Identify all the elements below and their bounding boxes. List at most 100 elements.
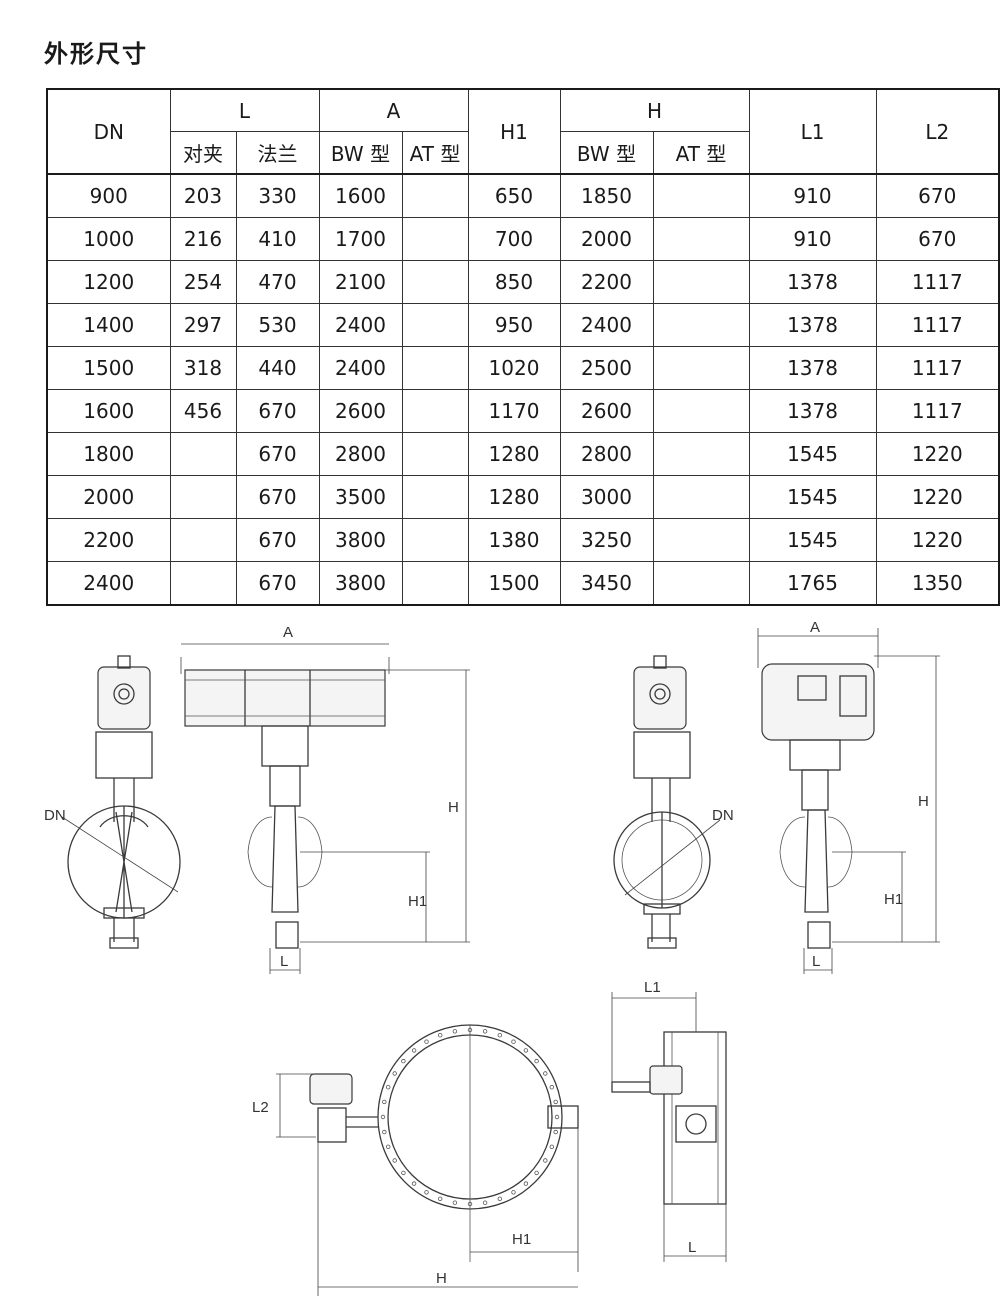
cell-h-bw: 2400: [559, 303, 654, 347]
bolt-hole: [534, 1058, 539, 1064]
header-l2: L2: [875, 88, 1000, 175]
cell-l2: 1117: [875, 346, 1000, 390]
bolt-hole: [543, 1158, 548, 1163]
bolt-hole: [543, 1071, 548, 1076]
header-row-1: DN L A H1 H L1 L2: [46, 88, 1000, 175]
cell-h1: 950: [467, 303, 561, 347]
cell-a-at: [401, 561, 469, 606]
cell-a-bw: 3800: [318, 561, 403, 606]
bolt-hole: [523, 1181, 529, 1186]
bolt-hole: [553, 1129, 558, 1135]
cell-a-bw: 1700: [318, 217, 403, 261]
page-title: 外形尺寸: [44, 40, 148, 68]
bolt-hole: [549, 1144, 554, 1149]
cell-a-at: [401, 173, 469, 218]
header-l: L: [169, 88, 320, 132]
header-h: H: [559, 88, 750, 132]
bolt-hole: [401, 1058, 406, 1064]
cell-l1: 1378: [748, 346, 877, 390]
label-l1: L1: [644, 979, 661, 996]
cell-l-flange: 410: [235, 217, 320, 261]
cell-h-at: [652, 173, 750, 218]
bolt-hole: [382, 1099, 387, 1105]
cell-a-bw: 2100: [318, 260, 403, 304]
drawings-area: DN A H H1 L: [0, 612, 1000, 1296]
bolt-hole: [386, 1085, 391, 1090]
header-l1: L1: [748, 88, 877, 175]
header-h-bw: BW 型: [559, 131, 654, 175]
bolt-hole: [497, 1196, 502, 1201]
cell-h-at: [652, 303, 750, 347]
cell-l-wafer: [169, 475, 237, 519]
bolt-hole: [411, 1181, 417, 1186]
cell-l-wafer: [169, 561, 237, 606]
label-l2: L2: [252, 1099, 269, 1116]
cell-dn: 1800: [46, 432, 171, 476]
cell-l-flange: 330: [235, 173, 320, 218]
cell-a-bw: 3800: [318, 518, 403, 562]
cell-l-flange: 670: [235, 475, 320, 519]
cell-dn: 1200: [46, 260, 171, 304]
bolt-hole: [386, 1144, 391, 1149]
cell-h1: 1170: [467, 389, 561, 433]
cell-l-wafer: 203: [169, 173, 237, 218]
cell-a-at: [401, 518, 469, 562]
technical-drawings: DN A H H1 L: [44, 619, 940, 1296]
label-h-right: H: [918, 793, 929, 810]
cell-h-bw: 2800: [559, 432, 654, 476]
label-h1-right: H1: [884, 891, 903, 908]
cell-h-bw: 1850: [559, 173, 654, 218]
cell-dn: 1500: [46, 346, 171, 390]
bolt-hole: [511, 1039, 516, 1044]
cell-a-bw: 2400: [318, 346, 403, 390]
cell-h-bw: 3450: [559, 561, 654, 606]
cell-dn: 2200: [46, 518, 171, 562]
cell-h-at: [652, 475, 750, 519]
cell-l-wafer: [169, 518, 237, 562]
cell-a-bw: 2600: [318, 389, 403, 433]
cell-a-at: [401, 389, 469, 433]
cell-dn: 1600: [46, 389, 171, 433]
bolt-hole: [424, 1190, 429, 1195]
cell-l1: 1765: [748, 561, 877, 606]
bolt-hole: [401, 1170, 406, 1176]
header-h-at: AT 型: [652, 131, 750, 175]
cell-l1: 1545: [748, 475, 877, 519]
bolt-hole: [382, 1129, 387, 1135]
cell-dn: 1400: [46, 303, 171, 347]
cell-l1: 910: [748, 217, 877, 261]
bolt-hole: [392, 1071, 397, 1076]
cell-h-at: [652, 432, 750, 476]
bolt-hole: [554, 1114, 560, 1120]
label-h1-bottom: H1: [512, 1231, 531, 1248]
bolt-hole: [438, 1196, 443, 1201]
cell-h-at: [652, 260, 750, 304]
bolt-hole: [482, 1029, 488, 1034]
bolt-hole: [380, 1114, 386, 1120]
cell-l2: 1350: [875, 561, 1000, 606]
cell-l1: 910: [748, 173, 877, 218]
drawing-flanged-front: L2 H1 H: [252, 1024, 579, 1296]
bolt-hole: [534, 1170, 539, 1176]
cell-l-flange: 470: [235, 260, 320, 304]
cell-h1: 1380: [467, 518, 561, 562]
cell-a-at: [401, 303, 469, 347]
bolt-hole: [511, 1190, 516, 1195]
cell-h1: 850: [467, 260, 561, 304]
cell-a-bw: 2800: [318, 432, 403, 476]
cell-l-wafer: [169, 432, 237, 476]
cell-dn: 1000: [46, 217, 171, 261]
cell-l2: 670: [875, 217, 1000, 261]
bolt-hole: [438, 1033, 443, 1038]
label-h1-left: H1: [408, 893, 427, 910]
cell-l-flange: 530: [235, 303, 320, 347]
cell-l2: 1117: [875, 389, 1000, 433]
cell-l-wafer: 216: [169, 217, 237, 261]
cell-l-flange: 670: [235, 389, 320, 433]
cell-h1: 1280: [467, 475, 561, 519]
bolt-hole: [482, 1200, 488, 1205]
cell-dn: 900: [46, 173, 171, 218]
cell-h-bw: 3000: [559, 475, 654, 519]
